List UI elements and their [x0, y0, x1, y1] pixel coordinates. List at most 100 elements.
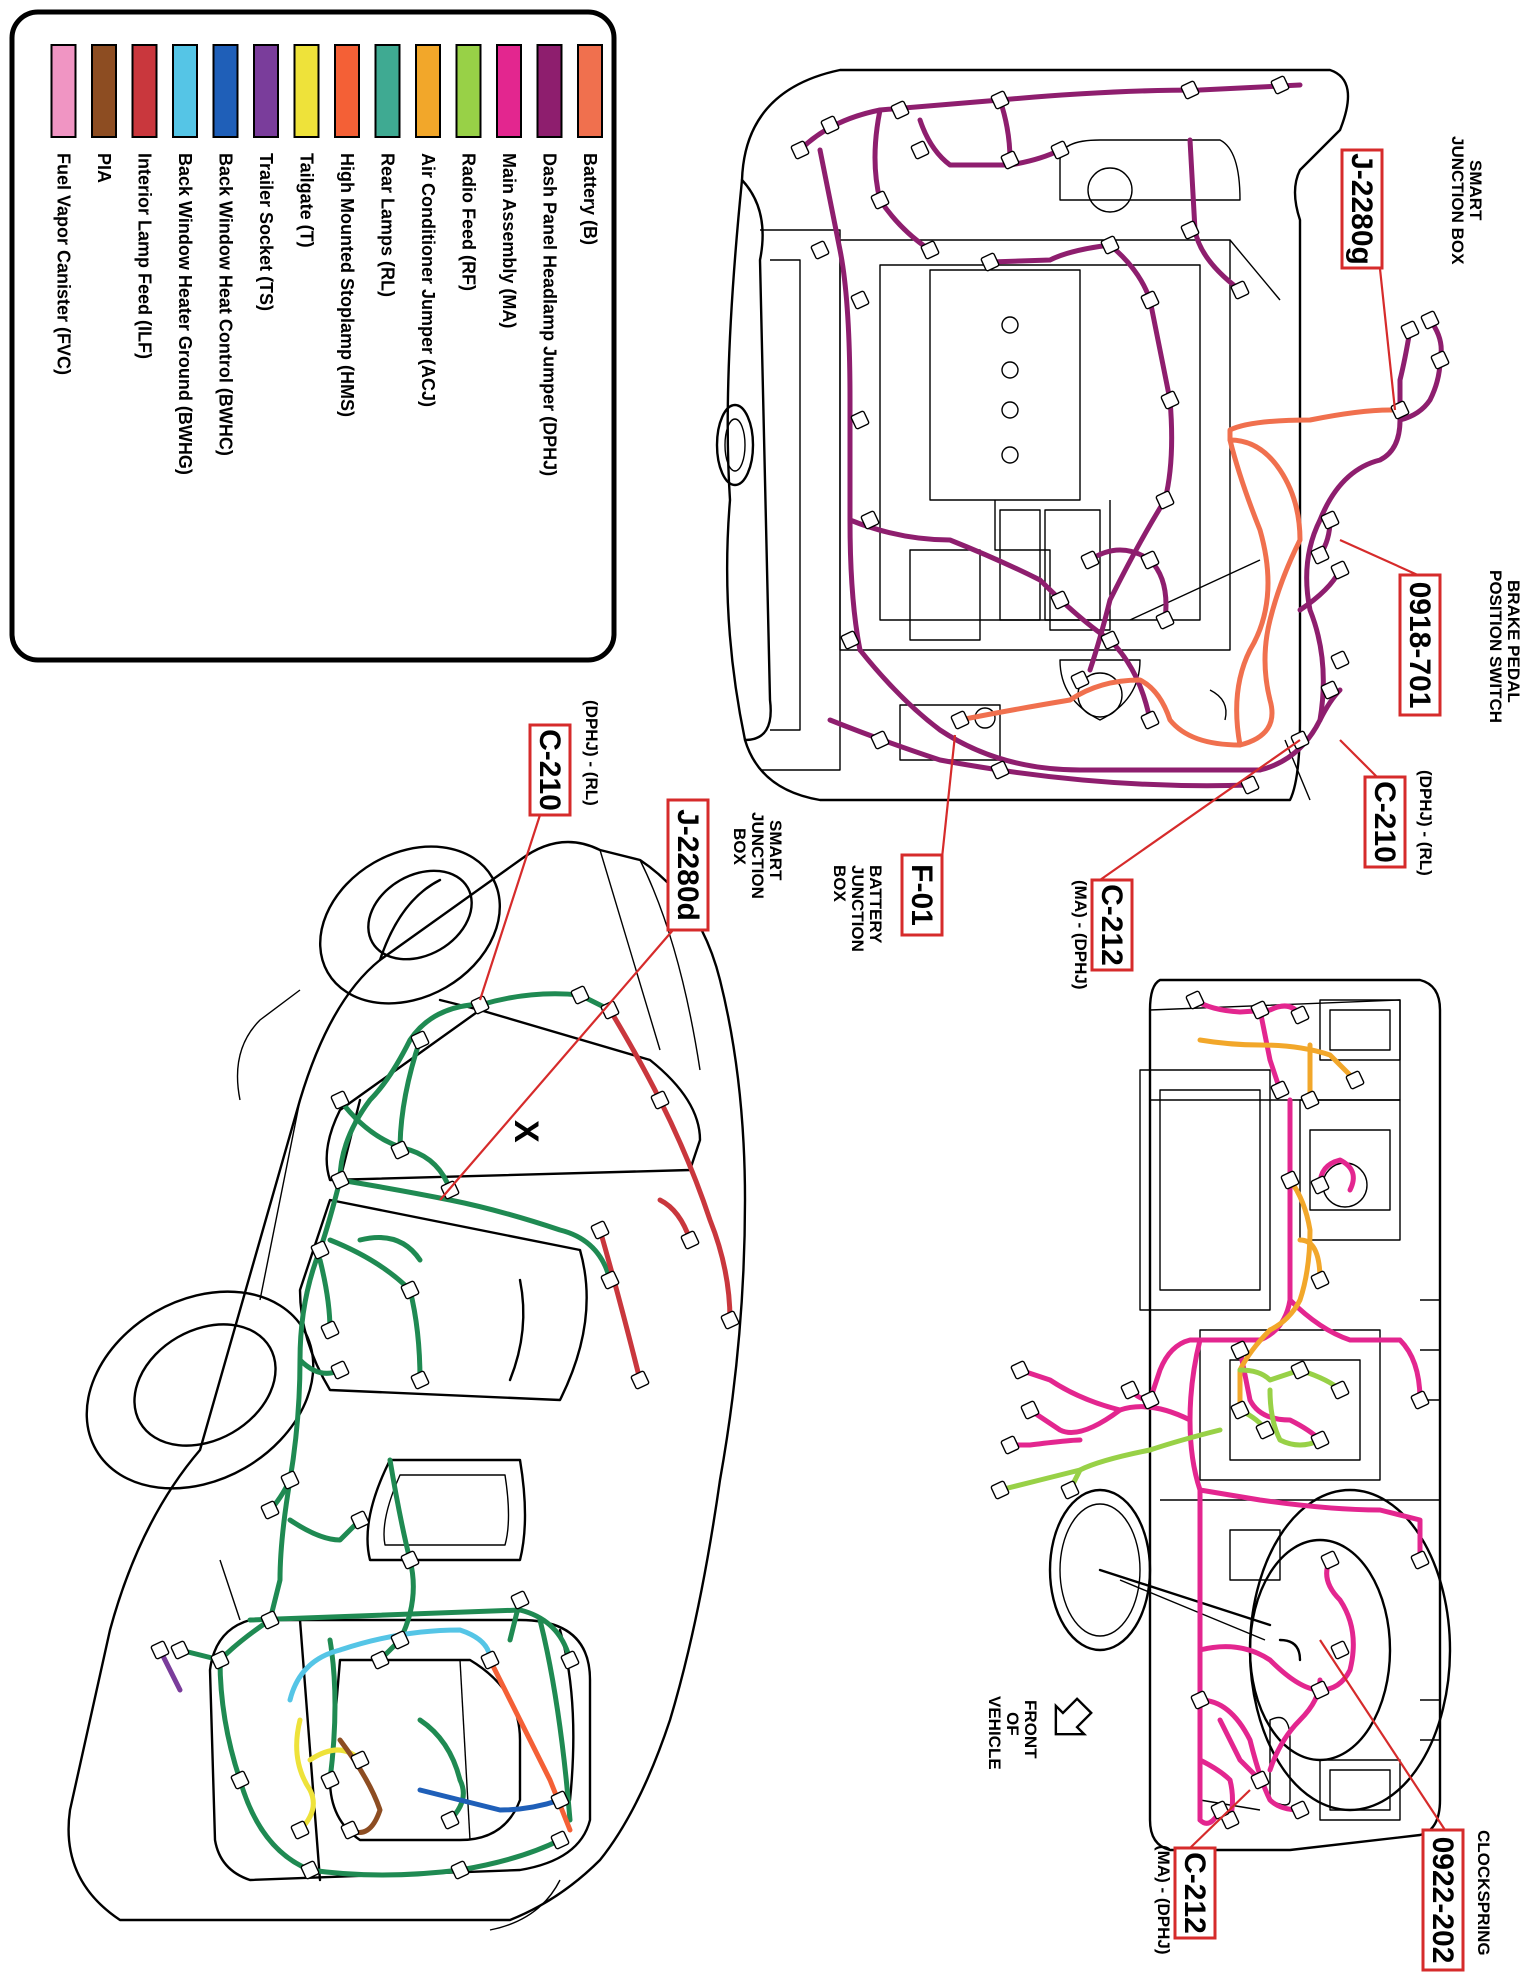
legend-swatch [172, 44, 198, 138]
connector [550, 1830, 570, 1850]
connector [1185, 990, 1205, 1010]
connector [1270, 75, 1290, 95]
c210-top-callout: C-210 [1363, 775, 1407, 869]
connector [890, 100, 910, 120]
connector [1310, 545, 1330, 565]
connector [1320, 1550, 1340, 1570]
connector [590, 1220, 610, 1240]
connector [630, 1370, 650, 1390]
c210-top-label: C-210 [1368, 781, 1401, 863]
connector [910, 140, 930, 160]
c0922-note: CLOCKSPRING [1474, 1830, 1493, 1956]
connector [1250, 1770, 1270, 1790]
connector [560, 1650, 580, 1670]
j2280d-note: SMART JUNCTION BOX [730, 812, 785, 899]
legend-swatch [253, 44, 279, 138]
connector [400, 1280, 420, 1300]
connector [1230, 1400, 1250, 1420]
legend-swatch [131, 44, 158, 138]
c0922-note: CLOCKSPRING [1474, 1830, 1493, 1956]
c0918-callout: 0918-701 [1398, 573, 1442, 717]
c0918-note-line2: POSITION SWITCH [1486, 570, 1505, 723]
connector [1320, 510, 1340, 530]
engine-compartment-view [715, 68, 1350, 802]
connector [340, 1820, 360, 1840]
c0918-note-line1: BRAKE PEDAL [1504, 580, 1523, 703]
connector [1010, 1360, 1030, 1380]
connector [850, 290, 870, 310]
connector [1140, 1390, 1160, 1410]
legend-swatch [536, 44, 563, 138]
legend-label: Dash Panel Headlamp Jumper (DPHJ) [540, 153, 560, 476]
legend-swatch [374, 44, 401, 138]
connector [1430, 350, 1450, 370]
connector [1240, 775, 1260, 795]
connector [1080, 550, 1100, 570]
legend-entry: Interior Lamp Feed (ILF) [131, 44, 158, 359]
connector [680, 1230, 700, 1250]
connector [440, 1810, 460, 1830]
connector [1390, 400, 1410, 420]
connector [1140, 710, 1160, 730]
connector [390, 1630, 410, 1650]
connector [450, 1860, 470, 1880]
connector [990, 90, 1010, 110]
front-arrow-icon [1054, 1697, 1093, 1736]
legend-entry: Dash Panel Headlamp Jumper (DPHJ) [536, 44, 563, 476]
connector [410, 1030, 430, 1050]
f01-note-line1: BATTERY [866, 865, 885, 944]
j2280g-label: J-2280g [1345, 153, 1378, 265]
legend-entry: Rear Lamps (RL) [374, 44, 401, 297]
legend-entry: Back Window Heater Ground (BWHG) [172, 44, 198, 475]
connector [310, 1240, 330, 1260]
connector [790, 140, 810, 160]
connector [480, 1650, 500, 1670]
front-label-line1: FRONT [1021, 1700, 1040, 1759]
j2280d-note-line1: SMART [766, 820, 785, 881]
legend-entry: Main Assembly (MA) [496, 44, 522, 328]
front-of-vehicle-indicator: FRONT OF VEHICLE [985, 1696, 1093, 1770]
legend-label: Tailgate (T) [297, 153, 317, 248]
j2280g-leader [1376, 249, 1397, 411]
connector [1330, 1380, 1350, 1400]
connector [570, 985, 590, 1005]
j2280d-note-line2: JUNCTION [748, 812, 767, 899]
connector [260, 1500, 280, 1520]
f01-label: F-01 [905, 864, 938, 926]
connector [1300, 1090, 1320, 1110]
connector [330, 1170, 350, 1190]
connector [1100, 630, 1120, 650]
connector [1050, 140, 1070, 160]
legend-entry: Air Conditioner Jumper (ACJ) [415, 44, 441, 407]
c212-bottom-note: (MA) - (DPHJ) [1154, 1845, 1173, 1955]
connector [1345, 1070, 1365, 1090]
connector [860, 510, 880, 530]
c212-bottom-leader [1189, 1789, 1251, 1849]
legend-entry: Battery (B) [577, 44, 603, 245]
f01-callout: F-01 [900, 853, 944, 937]
legend-swatch [293, 44, 320, 138]
c0922-label: 0922-202 [1426, 1837, 1459, 1964]
c210-left-leader [478, 814, 542, 1001]
connector [990, 1480, 1010, 1500]
connector [1330, 1640, 1350, 1660]
connector [840, 630, 860, 650]
connector [980, 252, 1000, 272]
cabin-mark: X [507, 1120, 545, 1143]
connector [1000, 150, 1020, 170]
j2280g-note: SMART JUNCTION BOX [1448, 136, 1485, 265]
c0922-callout: 0922-202 [1421, 1828, 1465, 1972]
connector [230, 1770, 250, 1790]
connector [650, 1090, 670, 1110]
connector [1310, 1430, 1330, 1450]
f01-note-line2: JUNCTION [848, 865, 867, 952]
connector [950, 710, 970, 730]
j2280d-callout: J-2280d [666, 798, 710, 932]
connector [550, 1790, 570, 1810]
legend-label: Back Window Heat Control (BWHC) [216, 153, 236, 456]
c210-left-callout: C-210 [528, 723, 572, 817]
connector [1290, 1360, 1310, 1380]
connector [920, 240, 940, 260]
connector [280, 1470, 300, 1490]
connector [600, 1000, 620, 1020]
